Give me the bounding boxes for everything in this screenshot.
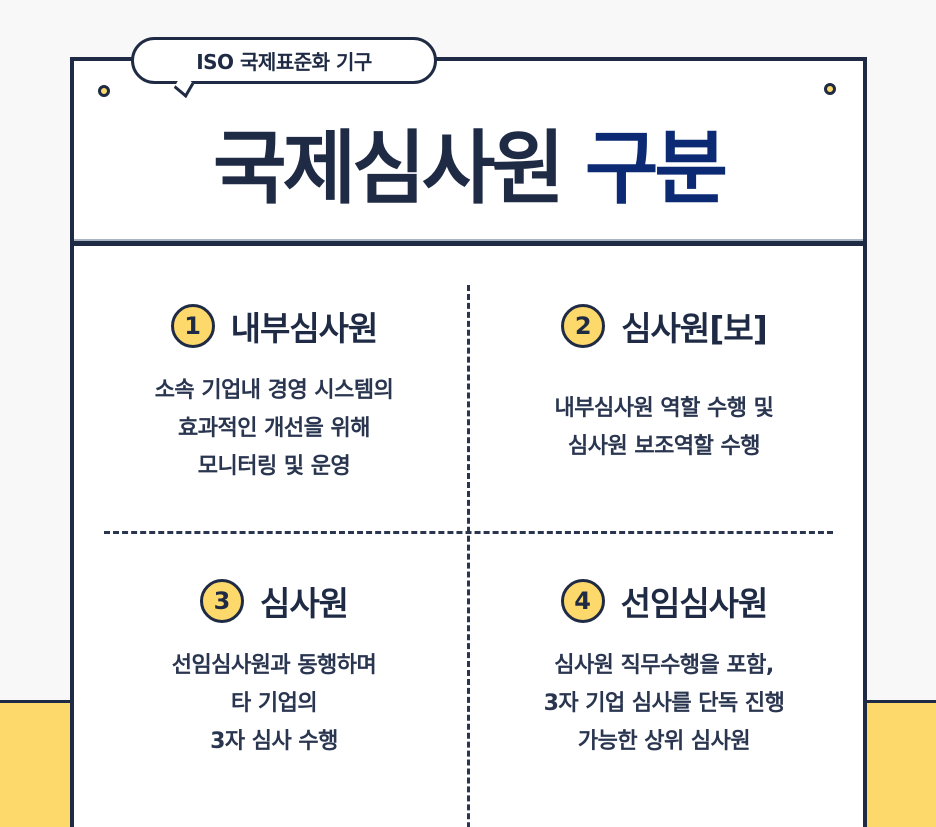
cell-title: 심사원	[259, 584, 349, 623]
number-badge: 1	[170, 304, 215, 348]
title-highlight: 구분	[584, 122, 728, 215]
number-badge: 3	[199, 579, 244, 623]
auditor-type-auditor: 3 심사원 선임심사원과 동행하며 타 기업의 3자 심사 수행	[94, 571, 454, 761]
info-card: 국제심사원 구분 1 내부심사원 소속 기업내 경영 시스템의 효과적인 개선을…	[70, 57, 867, 827]
horizontal-dashed-divider	[104, 531, 833, 534]
number-badge: 4	[560, 579, 605, 623]
description-line: 효과적인 개선을 위해	[178, 416, 370, 441]
card-header: 국제심사원 구분	[74, 61, 863, 246]
auditor-type-internal: 1 내부심사원 소속 기업내 경영 시스템의 효과적인 개선을 위해 모니터링 …	[94, 296, 454, 486]
cell-heading: 1 내부심사원	[94, 296, 454, 356]
cell-title: 선임심사원	[620, 584, 769, 623]
description-line: 소속 기업내 경영 시스템의	[154, 378, 394, 403]
vertical-dashed-divider	[467, 285, 470, 827]
description-line: 가능한 상위 심사원	[577, 729, 751, 754]
description-line: 심사원 보조역할 수행	[568, 434, 760, 459]
title-main: 국제심사원	[212, 122, 565, 215]
cell-description: 내부심사원 역할 수행 및 심사원 보조역할 수행	[484, 390, 844, 466]
decorative-dot-icon	[824, 83, 836, 95]
cell-description: 심사원 직무수행을 포함, 3자 기업 심사를 단독 진행 가능한 상위 심사원	[484, 647, 844, 761]
auditor-type-lead: 4 선임심사원 심사원 직무수행을 포함, 3자 기업 심사를 단독 진행 가능…	[484, 571, 844, 761]
cell-heading: 3 심사원	[94, 571, 454, 631]
speech-bubble-badge: ISO 국제표준화 기구	[131, 37, 437, 99]
description-line: 내부심사원 역할 수행 및	[554, 396, 774, 421]
description-line: 모니터링 및 운영	[197, 454, 351, 479]
auditor-type-provisional: 2 심사원[보] 내부심사원 역할 수행 및 심사원 보조역할 수행	[484, 296, 844, 466]
description-line: 타 기업의	[230, 691, 318, 716]
header-divider	[74, 241, 863, 246]
description-line: 3자 기업 심사를 단독 진행	[543, 691, 785, 716]
description-line: 3자 심사 수행	[210, 729, 338, 754]
badge-label: ISO 국제표준화 기구	[196, 50, 372, 74]
decorative-dot-icon	[98, 85, 110, 97]
cell-description: 선임심사원과 동행하며 타 기업의 3자 심사 수행	[94, 647, 454, 761]
description-line: 심사원 직무수행을 포함,	[554, 653, 774, 678]
page-title: 국제심사원 구분	[74, 119, 863, 219]
number-badge: 2	[561, 304, 606, 348]
description-line: 선임심사원과 동행하며	[171, 653, 377, 678]
cell-title: 내부심사원	[230, 309, 379, 348]
cell-title: 심사원[보]	[621, 309, 768, 348]
cell-description: 소속 기업내 경영 시스템의 효과적인 개선을 위해 모니터링 및 운영	[94, 372, 454, 486]
cell-heading: 2 심사원[보]	[484, 296, 844, 356]
cell-heading: 4 선임심사원	[484, 571, 844, 631]
